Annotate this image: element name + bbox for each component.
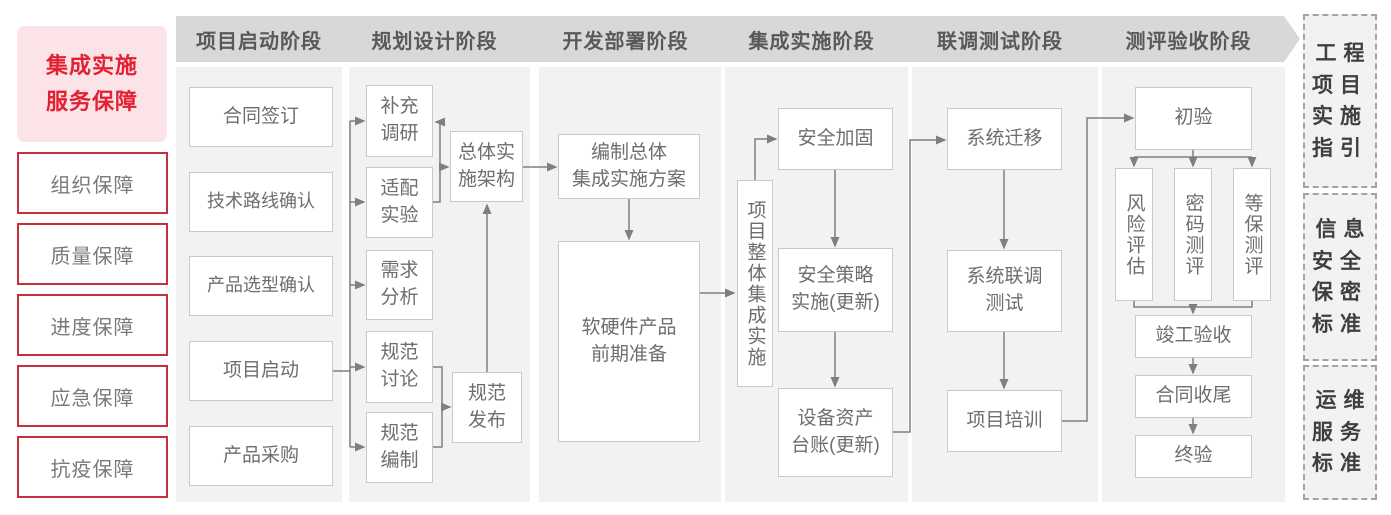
guarantee-schedule: 进度保障: [17, 294, 168, 356]
phase-header-accept: 测评验收阶段: [1091, 16, 1300, 62]
node-overall-integration-plan: 编制总体 集成实施方案: [558, 134, 700, 199]
node-hw-sw-preparation: 软硬件产品 前期准备: [558, 241, 700, 442]
standard-project-implementation-guide: 工程 项目 实施 指引: [1303, 14, 1377, 188]
node-system-migration: 系统迁移: [947, 108, 1062, 170]
node-system-joint-testing: 系统联调 测试: [947, 250, 1062, 332]
node-contract-signing: 合同签订: [189, 87, 333, 147]
standard-info-security-confidentiality: 信息 安全 保密 标准: [1303, 193, 1377, 361]
standard-ops-service: 运维 服务 标准: [1303, 365, 1377, 500]
node-supplementary-research: 补充 调研: [366, 85, 433, 157]
node-project-training: 项目培训: [947, 390, 1062, 452]
node-project-overall-integration: 项目整体集成实施: [737, 180, 773, 387]
phase-header-testing: 联调测试阶段: [906, 16, 1108, 62]
node-risk-assessment: 风险评估: [1115, 168, 1153, 301]
phase-header-kickoff: 项目启动阶段: [176, 16, 356, 62]
phase-header-deploy: 开发部署阶段: [528, 16, 737, 62]
diagram-title: 集成实施 服务保障: [17, 26, 167, 142]
node-contract-closure: 合同收尾: [1135, 375, 1252, 418]
guarantee-anti-epidemic: 抗疫保障: [17, 436, 168, 498]
node-security-policy-impl: 安全策略 实施(更新): [778, 248, 893, 332]
node-spec-discussion: 规范 讨论: [366, 331, 433, 403]
node-completion-acceptance: 竣工验收: [1135, 315, 1252, 358]
node-preliminary-acceptance: 初验: [1135, 87, 1252, 150]
node-product-procurement: 产品采购: [189, 426, 333, 486]
node-mlps-evaluation: 等保测评: [1233, 168, 1271, 301]
node-project-kickoff: 项目启动: [189, 341, 333, 401]
node-spec-drafting: 规范 编制: [366, 412, 433, 483]
guarantee-quality: 质量保障: [17, 223, 168, 285]
node-tech-route-confirm: 技术路线确认: [189, 172, 333, 232]
node-crypto-evaluation: 密码测评: [1174, 168, 1212, 301]
node-final-acceptance: 终验: [1135, 435, 1252, 478]
node-requirement-analysis: 需求 分析: [366, 250, 433, 320]
phase-header-planning: 规划设计阶段: [338, 16, 545, 62]
node-spec-release: 规范 发布: [452, 372, 522, 443]
guarantee-organization: 组织保障: [17, 152, 168, 214]
node-product-select-confirm: 产品选型确认: [189, 256, 333, 316]
guarantee-emergency: 应急保障: [17, 365, 168, 427]
node-asset-ledger-update: 设备资产 台账(更新): [778, 388, 893, 477]
node-adaptation-test: 适配 实验: [366, 167, 433, 238]
phase-header-integrate: 集成实施阶段: [714, 16, 923, 62]
node-overall-impl-architecture: 总体实 施架构: [450, 131, 523, 202]
node-security-hardening: 安全加固: [778, 108, 893, 170]
